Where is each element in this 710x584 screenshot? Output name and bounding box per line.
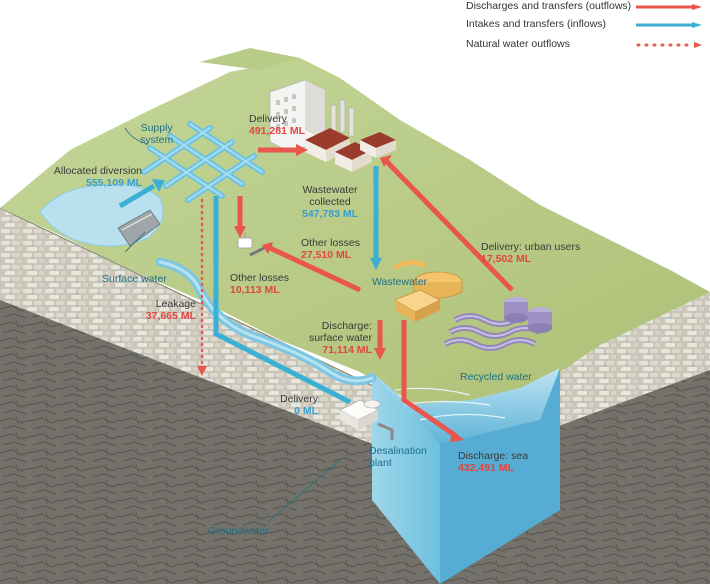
delivery-desal-value: 0 ML: [294, 405, 318, 417]
delivery-desal-title: Delivery: [280, 393, 318, 405]
delivery-urban-label: Delivery: urban users 17,502 ML: [481, 241, 580, 265]
recycled-water-label: Recycled water: [460, 371, 532, 383]
supply-system-line2: system: [140, 134, 174, 146]
delivery-main-value: 491,281 ML: [249, 125, 306, 137]
legend-natural-label: Natural water outflows: [466, 38, 570, 50]
red-arrow-icon: [636, 4, 702, 10]
groundwater-label: Groundwater: [208, 525, 269, 537]
supply-system-label: Supply system: [140, 122, 173, 146]
surface-water-label: Surface water: [102, 273, 167, 285]
leakage-label: Leakage 37,665 ML: [120, 298, 196, 322]
other-losses-2-label: Other losses 10,113 ML: [230, 272, 289, 296]
dotted-arrow-icon: [636, 42, 702, 48]
supply-system-line1: Supply: [140, 122, 173, 134]
leakage-value: 37,665 ML: [145, 310, 196, 322]
wastewater-collected-label: Wastewater collected 547,783 ML: [302, 184, 358, 220]
delivery-urban-title: Delivery: urban users: [481, 241, 581, 253]
allocated-diversion-label: Allocated diversion 555,109 ML: [44, 165, 142, 189]
wastewater-collected-line2: collected: [309, 196, 351, 208]
wastewater-collected-line1: Wastewater: [302, 184, 358, 196]
desalination-plant-line1: Desalination: [369, 445, 427, 457]
discharge-surface-line1: Discharge:: [321, 320, 372, 332]
other-losses-2-value: 10,113 ML: [230, 284, 280, 296]
delivery-urban-value: 17,502 ML: [481, 253, 532, 265]
allocated-diversion-value: 555,109 ML: [85, 177, 142, 189]
discharge-surface-value: 71,114 ML: [322, 344, 372, 356]
other-losses-1-title: Other losses: [301, 237, 360, 249]
leakage-title: Leakage: [155, 298, 196, 310]
legend-outflows-label: Discharges and transfers (outflows): [466, 0, 632, 12]
allocated-diversion-title: Allocated diversion: [53, 165, 142, 177]
discharge-surface-label: Discharge: surface water 71,114 ML: [290, 320, 372, 356]
legend-outflows: Discharges and transfers (outflows): [466, 0, 706, 14]
discharge-sea-title: Discharge: sea: [458, 450, 529, 462]
other-losses-2-title: Other losses: [230, 272, 289, 284]
discharge-sea-label: Discharge: sea 432,491 ML: [458, 450, 528, 474]
legend-inflows-label: Intakes and transfers (inflows): [466, 18, 607, 30]
wastewater-label: Wastewater: [372, 276, 428, 288]
delivery-desal-label: Delivery 0 ML: [268, 393, 318, 417]
blue-arrow-icon: [636, 22, 702, 28]
legend-inflows: Intakes and transfers (inflows): [466, 18, 706, 32]
desalination-plant-line2: plant: [369, 457, 392, 469]
discharge-sea-value: 432,491 ML: [458, 462, 515, 474]
other-losses-1-value: 27,510 ML: [301, 249, 352, 261]
delivery-main-title: Delivery: [249, 113, 287, 125]
discharge-surface-line2: surface water: [308, 332, 372, 344]
legend-natural: Natural water outflows: [466, 38, 706, 52]
desalination-plant-label: Desalination plant: [369, 445, 427, 469]
delivery-main-label: Delivery 491,281 ML: [249, 113, 305, 137]
other-losses-1-label: Other losses 27,510 ML: [301, 237, 360, 261]
wastewater-collected-value: 547,783 ML: [302, 208, 359, 220]
